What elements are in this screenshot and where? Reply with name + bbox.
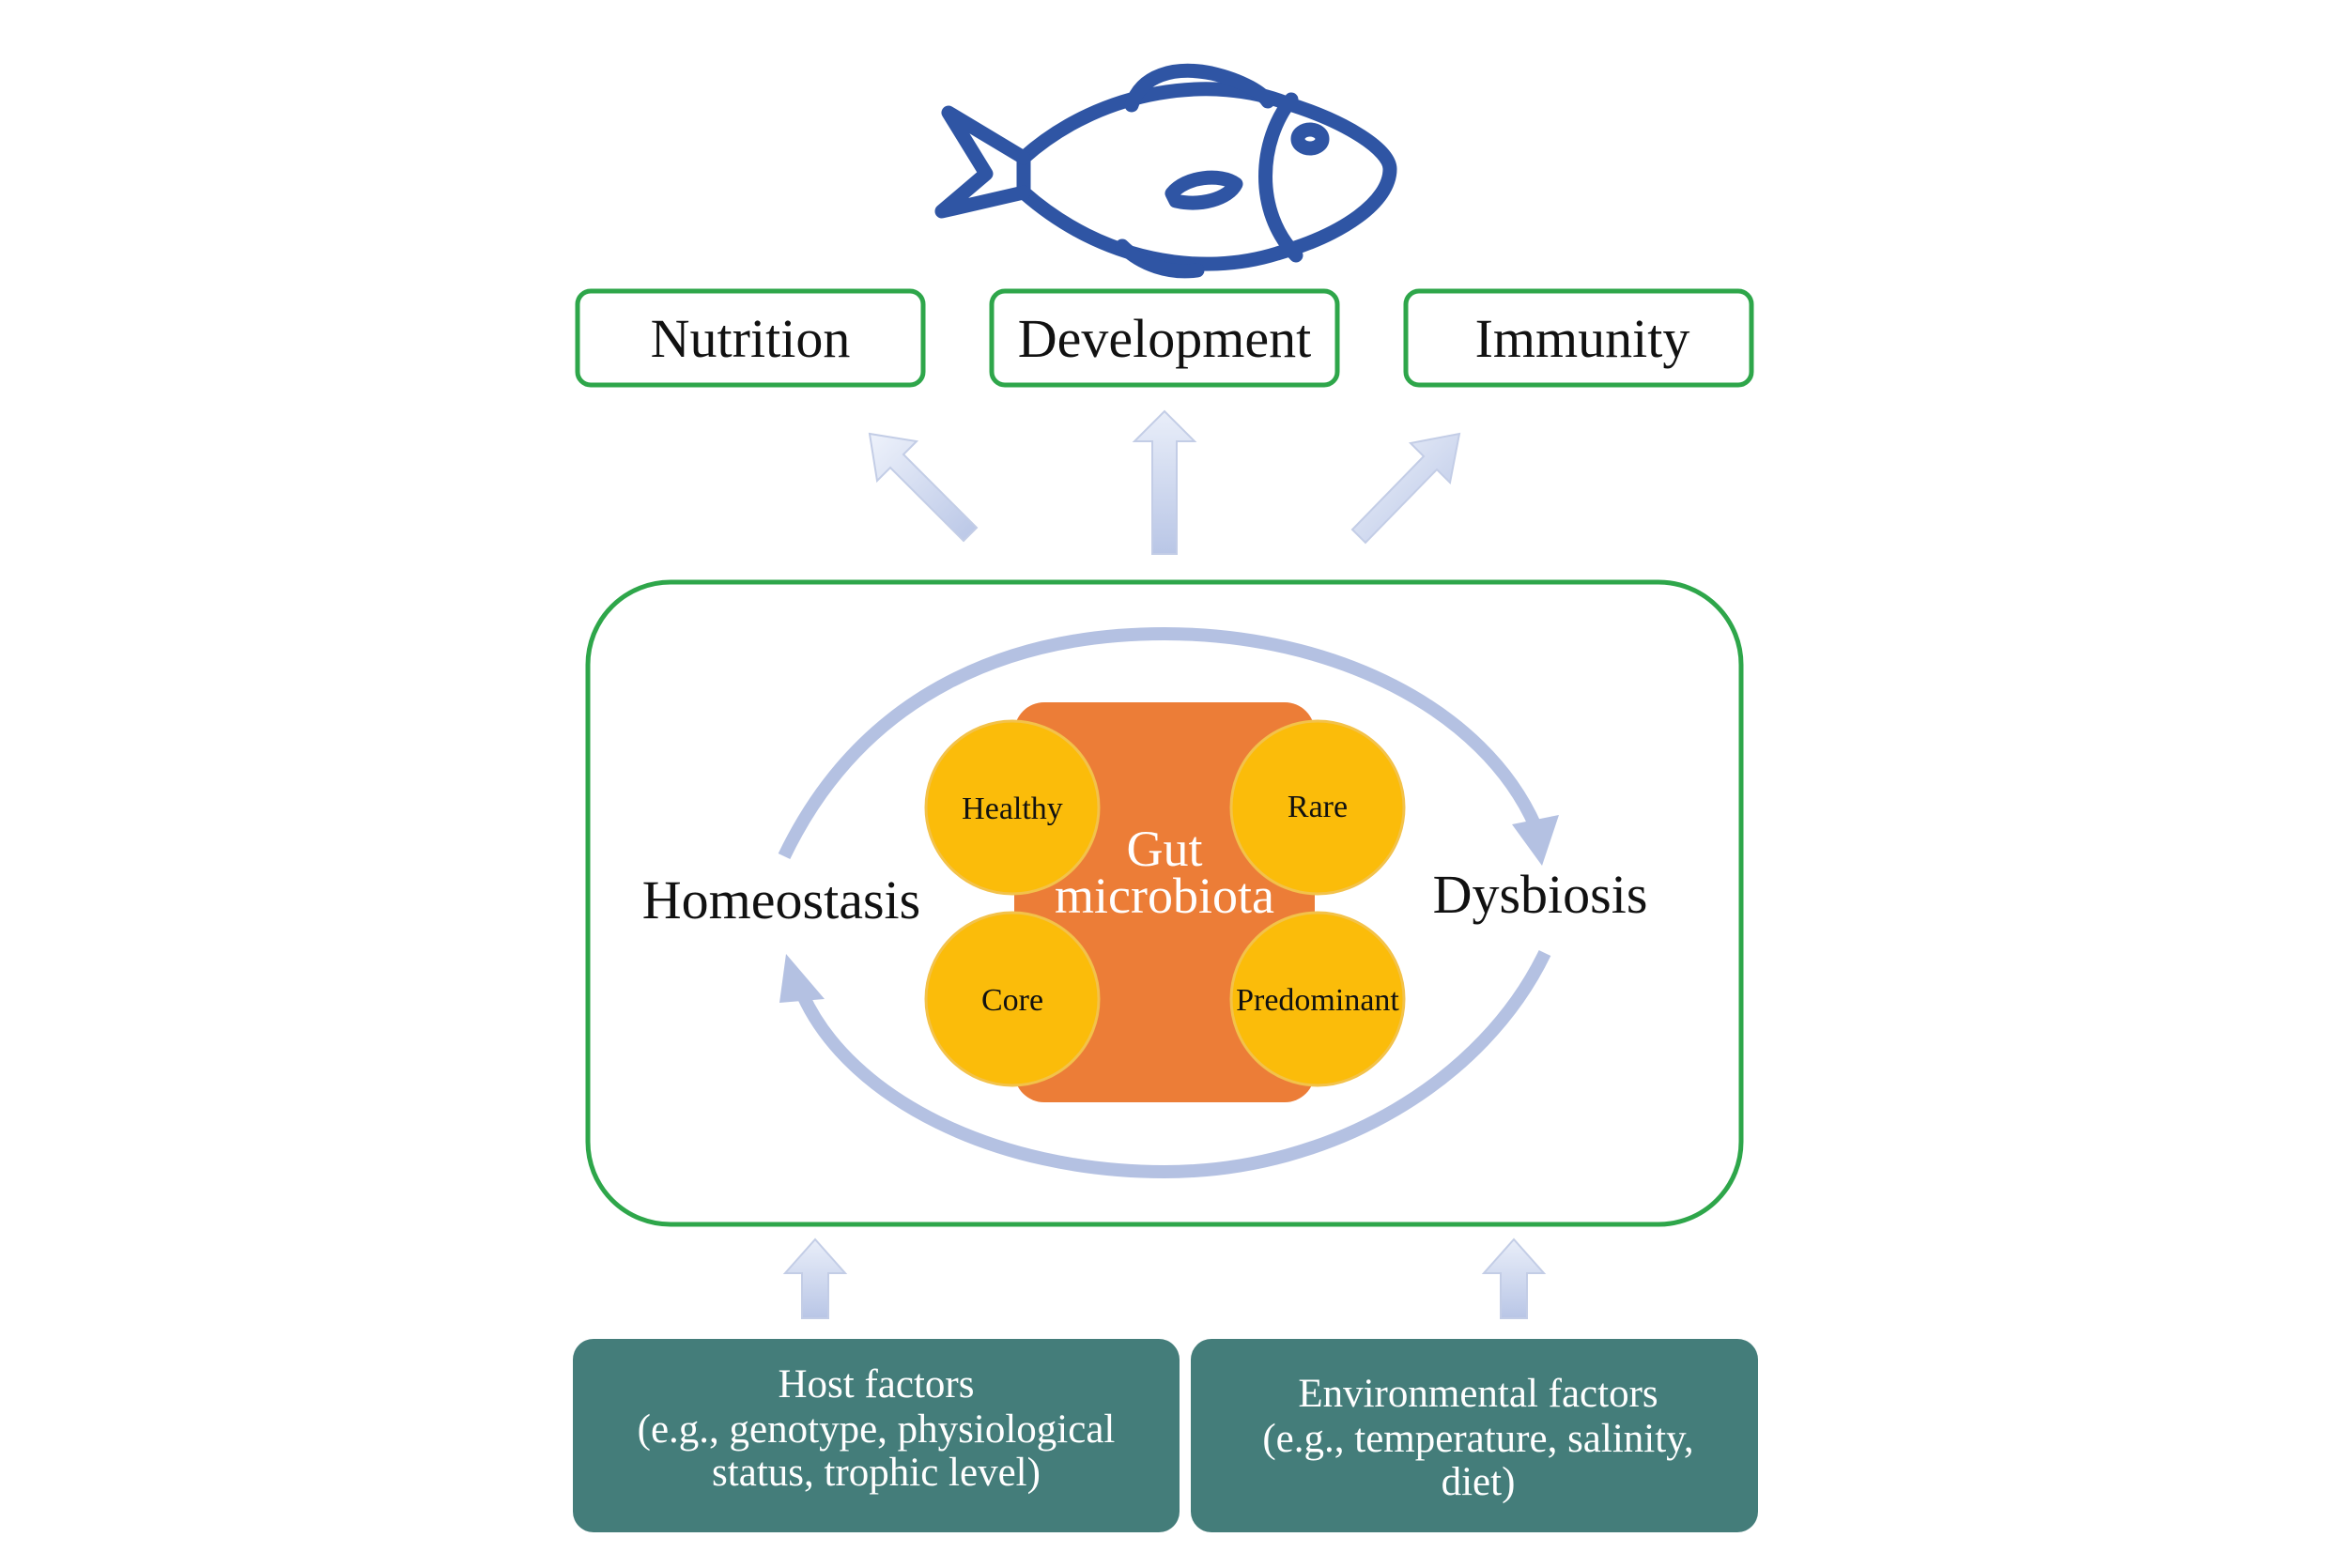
circle-core: Core [924, 911, 1101, 1087]
arrow-to-development [1132, 409, 1197, 555]
fish-icon [934, 63, 1397, 279]
host-factors-title: Host factors [779, 1362, 975, 1407]
state-label-homeostasis: Homeostasis [642, 869, 920, 930]
circle-rare: Rare [1229, 719, 1406, 896]
arrow-to-immunity [1350, 432, 1461, 545]
outcome-box-development: Development [989, 288, 1340, 388]
environmental-factors-line3: diet) [1442, 1460, 1516, 1504]
circle-label-rare: Rare [1288, 790, 1348, 824]
host-factors-box: Host factors (e.g., genotype, physiologi… [573, 1339, 1180, 1532]
circle-label-predominant: Predominant [1236, 983, 1399, 1018]
environmental-factors-line2: (e.g., temperature, salinity, [1262, 1417, 1693, 1461]
arrow-to-nutrition [868, 432, 979, 543]
host-factors-line2: (e.g., genotype, physiological [638, 1407, 1116, 1452]
circle-healthy: Healthy [924, 719, 1101, 896]
state-label-dysbiosis: Dysbiosis [1433, 864, 1648, 925]
center-label-line2: microbiota [1055, 868, 1274, 924]
arrow-from-host-factors [782, 1237, 848, 1319]
circle-label-core: Core [981, 983, 1043, 1018]
outcome-box-nutrition: Nutrition [575, 288, 926, 388]
outcome-label-nutrition: Nutrition [651, 308, 851, 369]
outcome-label-immunity: Immunity [1475, 308, 1690, 369]
cycle-arrow-to-dysbiosis [778, 626, 1542, 860]
arrow-from-environmental-factors [1481, 1237, 1547, 1319]
circle-predominant: Predominant [1229, 911, 1406, 1087]
environmental-factors-box: Environmental factors (e.g., temperature… [1191, 1339, 1758, 1532]
cycle-arrowhead-dysbiosis [1512, 815, 1559, 866]
outcome-label-development: Development [1018, 308, 1311, 369]
outcome-box-immunity: Immunity [1403, 288, 1754, 388]
circle-label-healthy: Healthy [962, 792, 1063, 826]
center-label-line1: Gut [1127, 821, 1203, 877]
environmental-factors-title: Environmental factors [1298, 1372, 1658, 1416]
host-factors-line3: status, trophic level) [712, 1451, 1041, 1495]
cycle-arrowhead-homeostasis [779, 954, 825, 1003]
cycle-arrow-to-homeostasis [796, 949, 1551, 1179]
